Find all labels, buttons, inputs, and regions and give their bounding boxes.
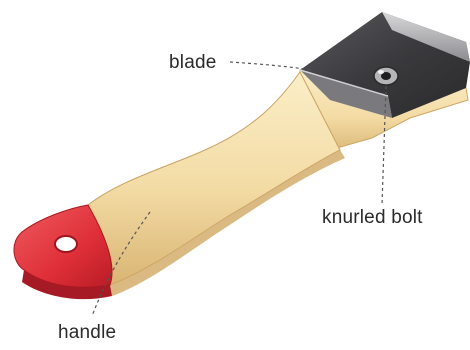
label-handle: handle [58, 322, 116, 344]
blade-leader-line [230, 62, 312, 70]
knurled-bolt-highlight [378, 70, 384, 74]
hanging-hole [55, 236, 77, 252]
label-blade: blade [169, 52, 217, 74]
label-knurled-bolt: knurled bolt [322, 207, 423, 229]
